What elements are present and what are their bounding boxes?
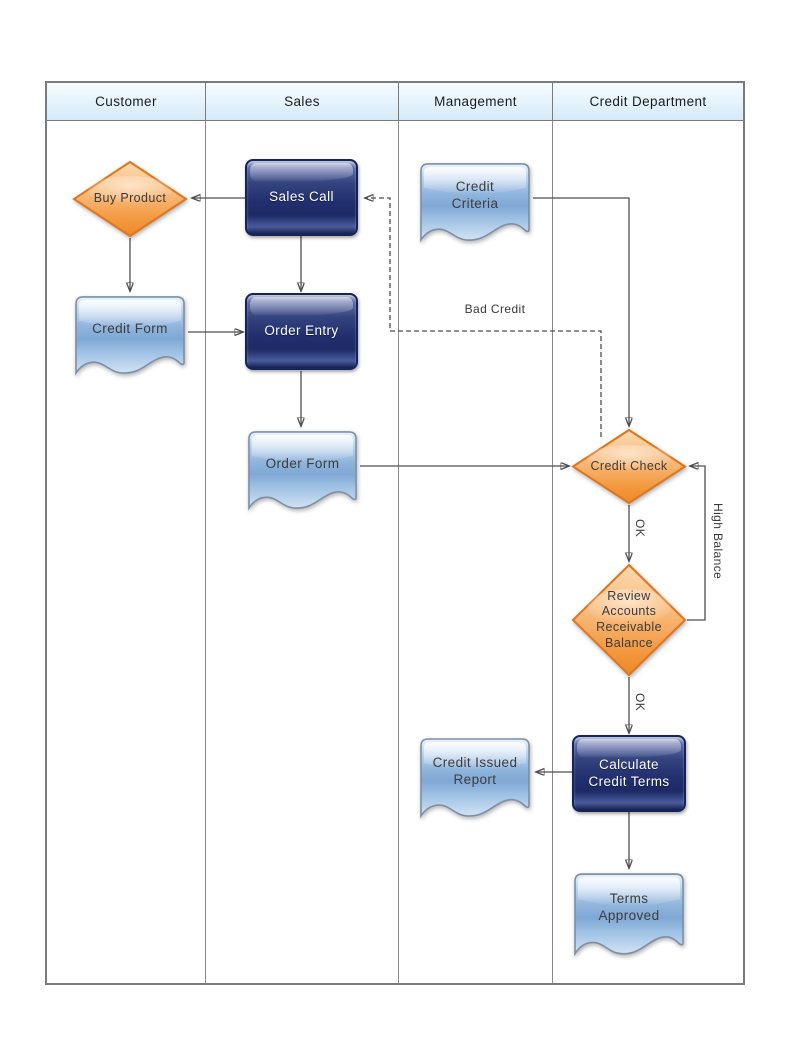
document-shape (420, 738, 530, 819)
node-label: Sales Call (269, 189, 334, 205)
connector-review-to-credit-check-high-balance (687, 466, 706, 621)
document-credit-criteria: Credit Criteria (417, 160, 533, 246)
node-label: Credit Issued Report (432, 754, 518, 787)
label-ok-bottom: OK (633, 693, 647, 712)
label-ok-top: OK (633, 519, 647, 538)
node-label: Order Form (265, 455, 340, 471)
lane-divider-2 (398, 121, 399, 983)
document-credit-issued-report: Credit Issued Report (417, 735, 533, 822)
decision-buy-product: Buy Product (72, 160, 188, 238)
document-shape (420, 163, 530, 243)
node-label: Order Entry (264, 323, 339, 339)
node-label: Credit Check (590, 458, 668, 473)
lane-header-row: Customer Sales Management Credit Departm… (47, 83, 743, 121)
label-bad-credit: Bad Credit (464, 302, 526, 316)
lane-header-sales: Sales (206, 83, 399, 120)
node-label: Credit Form (92, 320, 168, 336)
document-shape (248, 431, 357, 511)
node-label: Buy Product (93, 191, 167, 206)
document-terms-approved: Terms Approved (571, 870, 687, 960)
process-calculate-credit-terms: Calculate Credit Terms (572, 735, 686, 812)
lane-divider-3 (552, 121, 553, 983)
diamond-shape (571, 428, 687, 505)
lane-header-management: Management (399, 83, 553, 120)
document-shape (75, 296, 185, 376)
lane-divider-1 (205, 121, 206, 983)
document-order-form: Order Form (245, 428, 360, 514)
process-sales-call: Sales Call (245, 159, 358, 236)
lane-header-credit-department: Credit Department (589, 94, 707, 109)
document-shape (574, 873, 684, 957)
diamond-shape (571, 563, 687, 677)
label-high-balance: High Balance (711, 503, 725, 580)
decision-review-accounts-receivable-balance: Review Accounts Receivable Balance (571, 563, 687, 677)
diamond-shape (72, 160, 188, 238)
connector-credit-criteria-to-credit-check (533, 197, 629, 426)
swimlane-frame: Customer Sales Management Credit Departm… (45, 81, 745, 985)
process-order-entry: Order Entry (245, 293, 358, 370)
lane-header-customer: Customer (47, 83, 206, 120)
node-label: Terms Approved (598, 891, 660, 923)
connector-credit-check-to-sales-call-bad-credit (365, 198, 602, 437)
node-label: Calculate Credit Terms (588, 756, 670, 789)
document-credit-form: Credit Form (72, 293, 188, 379)
node-label: Credit Criteria (451, 179, 499, 211)
decision-credit-check: Credit Check (571, 428, 687, 505)
node-label: Review Accounts Receivable Balance (596, 588, 662, 650)
